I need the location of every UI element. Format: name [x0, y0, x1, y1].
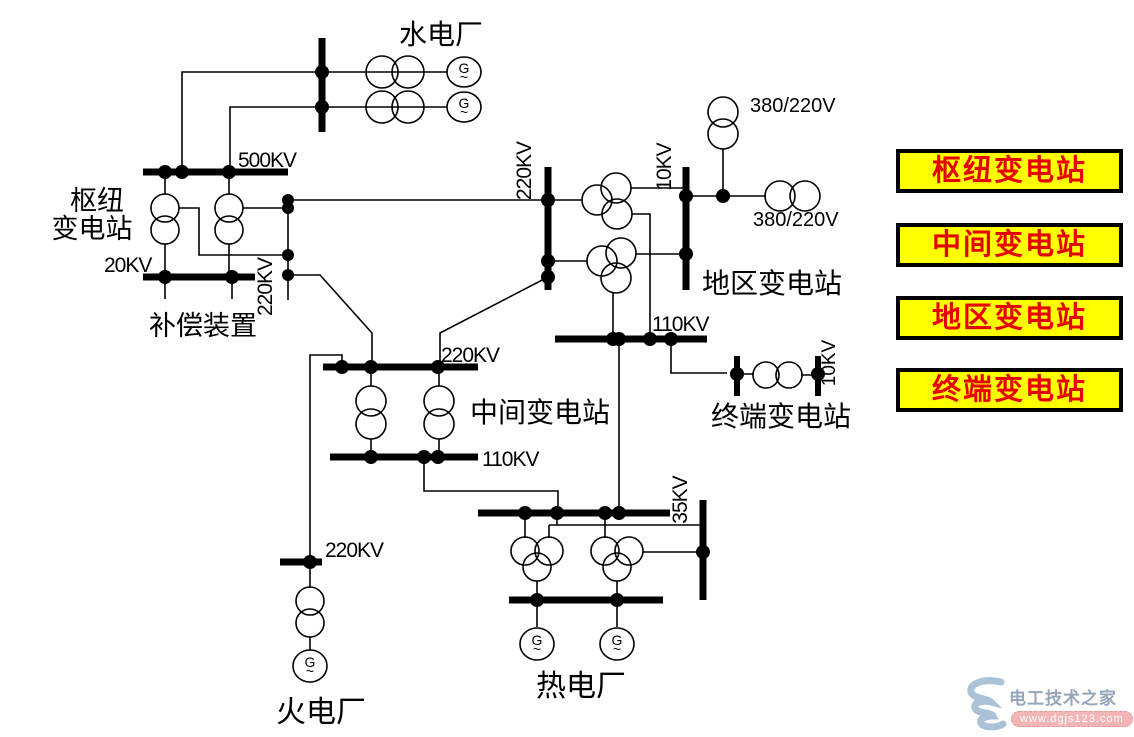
site-logo-icon [963, 676, 1009, 732]
legend-regional-substation: 地区变电站 [896, 296, 1123, 340]
reg-t1-mv-lead [632, 213, 651, 339]
generator-letter: G [532, 632, 543, 648]
transformer-symbol-intermediate-2 [423, 385, 455, 440]
bus-20kv-label: 20KV [104, 254, 152, 277]
junction-dots [158, 65, 825, 607]
hub-station-name-line1: 枢纽 [70, 186, 124, 216]
transformer-symbol-regional-2 [586, 237, 637, 294]
line-hydro-to-500kv-2 [229, 106, 322, 172]
hydro-plant-label: 水电厂 [399, 19, 483, 50]
transformer-symbol-distribution-right [764, 180, 821, 212]
bus-10kv-terminal-label: 10KV [819, 339, 840, 386]
bus-110kv-regional-label: 110KV [652, 313, 709, 336]
bus-500kv-label: 500KV [238, 149, 297, 172]
generator-symbol-thermal [292, 649, 328, 683]
legend-hub-substation: 枢纽变电站 [896, 149, 1123, 193]
transformer-symbol-hub-2 [214, 193, 244, 245]
generator-letter: G [305, 654, 316, 670]
transformer-symbol-hub-1 [150, 193, 180, 245]
chp-plant-label: 热电厂 [536, 670, 626, 703]
generator-symbol-hydro-1 [446, 56, 482, 88]
generator-wave: ~ [613, 641, 621, 657]
transformer-symbol-distribution-top [707, 96, 739, 150]
site-watermark: 电工技术之家 www.dgjs123.com [963, 676, 1133, 734]
transformer-symbol-chp-1 [510, 536, 564, 582]
site-url: www.dgjs123.com [1011, 711, 1133, 727]
transformer-symbol-chp-2 [590, 536, 644, 582]
generator-wave: ~ [306, 663, 314, 679]
line-intermediate-to-chp [423, 457, 559, 513]
transformer-symbol-terminal [752, 361, 803, 389]
compensation-device-label: 补偿装置 [149, 311, 257, 341]
generator-glyphs: G ~ G ~ G ~ G ~ G ~ [305, 60, 623, 679]
thermal-plant-label: 火电厂 [276, 696, 366, 729]
bus-220kv-intermediate-label: 220KV [441, 344, 500, 367]
generator-letter: G [459, 60, 470, 76]
line-regional-to-intermediate-220kv [439, 276, 549, 367]
generator-symbol-hydro-2 [446, 91, 482, 123]
line-hydro-to-500kv-1 [181, 71, 322, 172]
legend-terminal-substation: 终端变电站 [896, 368, 1123, 412]
transformer-symbol-regional-1 [581, 172, 633, 230]
hub-station-name-line2: 变电站 [52, 214, 133, 244]
bus-10kv-regional-label: 10KV [653, 142, 676, 190]
bus-220kv-regional-label: 220KV [513, 141, 536, 200]
lv-380-220-right-label: 380/220V [753, 209, 839, 231]
regional-station-name: 地区变电站 [702, 268, 842, 299]
bus-35kv-label: 35KV [669, 475, 692, 523]
transformer-symbol-intermediate-1 [355, 385, 387, 440]
line-hub-to-intermediate-220kv [288, 274, 373, 367]
intermediate-station-name: 中间变电站 [470, 397, 610, 428]
legend-intermediate-substation: 中间变电站 [896, 223, 1123, 267]
transformer-symbol-thermal [295, 586, 325, 638]
transformer-symbol-hydro-2 [365, 90, 425, 124]
hub-t1-220kv-tap [179, 207, 288, 256]
generator-symbol-chp-1 [519, 627, 555, 661]
generator-wave: ~ [460, 104, 468, 120]
generator-letter: G [612, 632, 623, 648]
generator-wave: ~ [533, 641, 541, 657]
transformer-symbol-hydro-1 [365, 55, 425, 89]
terminal-station-name: 终端变电站 [711, 401, 851, 432]
lv-380-220-top-label: 380/220V [750, 95, 836, 117]
generator-symbol-chp-2 [599, 627, 635, 661]
generator-wave: ~ [460, 69, 468, 85]
line-regional-to-terminal [670, 339, 727, 374]
generator-letter: G [459, 95, 470, 111]
bus-110kv-intermediate-label: 110KV [482, 448, 539, 471]
bus-220kv-thermal-label: 220KV [325, 539, 384, 562]
site-name: 电工技术之家 [1009, 689, 1117, 708]
hub-220kv-feeder-label: 220KV [254, 257, 277, 316]
